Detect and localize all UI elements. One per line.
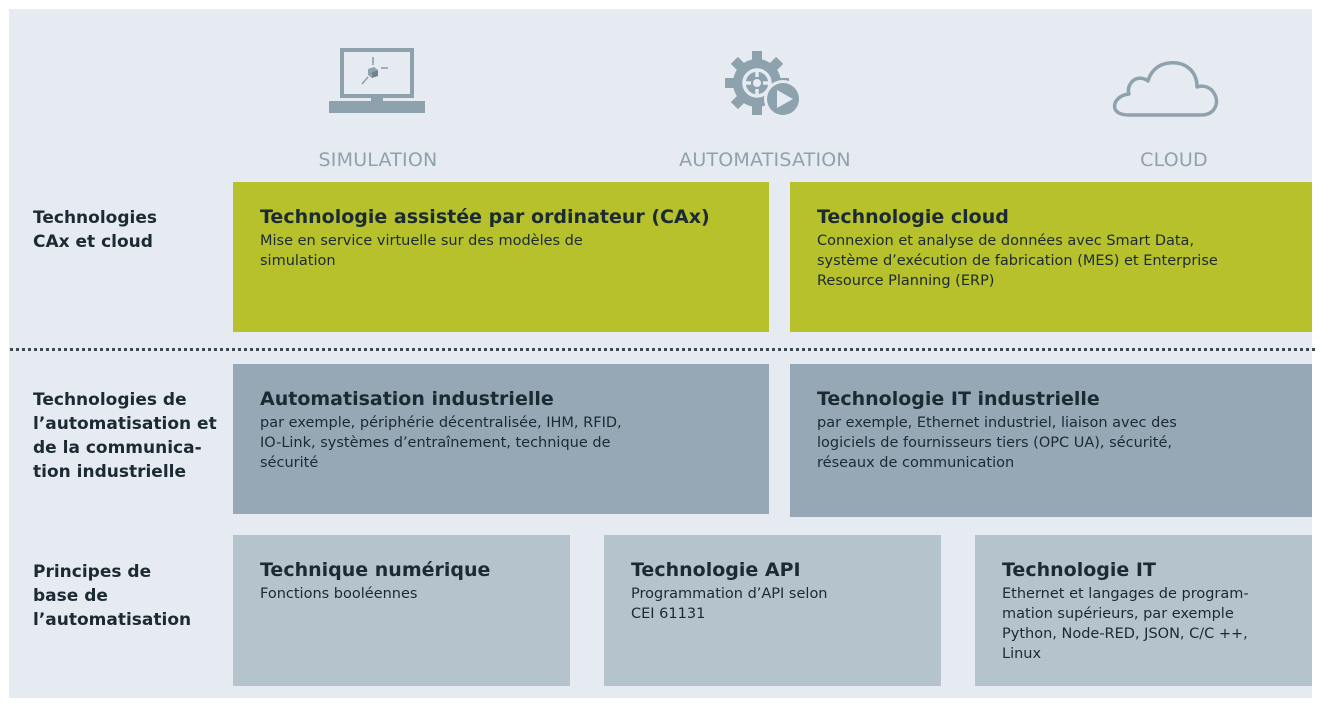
box-description: Programmation d’API selon CEI 61131 <box>631 586 828 622</box>
column-label-automatisation: AUTOMATISATION <box>679 149 851 171</box>
row-divider <box>10 348 1315 351</box>
box-description: Fonctions booléennes <box>260 586 418 602</box>
row-label-automation-communication: Technologies de l’automatisation et de l… <box>33 390 217 482</box>
column-label-cloud: CLOUD <box>1140 149 1208 171</box>
row-label-cax-cloud: Technologies CAx et cloud <box>33 208 157 252</box>
box-title: Technologie API <box>631 559 801 581</box>
box-title: Technologie assistée par ordinateur (CAx… <box>260 206 710 228</box>
box-plc-technology: Technologie API Programmation d’API selo… <box>604 535 941 686</box>
row-label-automation-basics: Principes de base de l’automatisation <box>33 562 192 630</box>
box-industrial-automation: Automatisation industrielle par exemple,… <box>233 364 769 514</box>
box-description: par exemple, périphérie décentralisée, I… <box>260 415 622 471</box>
box-description: Mise en service virtuelle sur des modèle… <box>260 233 583 269</box>
gear-play-icon <box>725 51 802 118</box>
box-description: par exemple, Ethernet industriel, liaiso… <box>817 415 1177 471</box>
box-cloud-technology: Technologie cloud Connexion et analyse d… <box>790 182 1312 332</box>
box-cax-technology: Technologie assistée par ordinateur (CAx… <box>233 182 769 332</box>
column-label-simulation: SIMULATION <box>318 149 438 171</box>
box-it-technology: Technologie IT Ethernet et langages de p… <box>975 535 1312 686</box>
box-title: Technologie IT industrielle <box>817 388 1100 410</box>
box-title: Technologie cloud <box>817 206 1009 228</box>
box-title: Automatisation industrielle <box>260 388 554 410</box>
box-description: Connexion et analyse de données avec Sma… <box>817 233 1218 289</box>
box-description: Ethernet et langages de program- mation … <box>1002 586 1249 662</box>
cloud-icon <box>1112 61 1219 117</box>
box-title: Technique numérique <box>260 559 491 581</box>
technology-diagram: SIMULATION AUTOMATISATION CLOUD Technolo… <box>9 9 1312 698</box>
box-industrial-it-technology: Technologie IT industrielle par exemple,… <box>790 364 1312 517</box>
box-title: Technologie IT <box>1002 559 1156 581</box>
box-digital-technique: Technique numérique Fonctions booléennes <box>233 535 570 686</box>
monitor-icon <box>329 48 425 113</box>
